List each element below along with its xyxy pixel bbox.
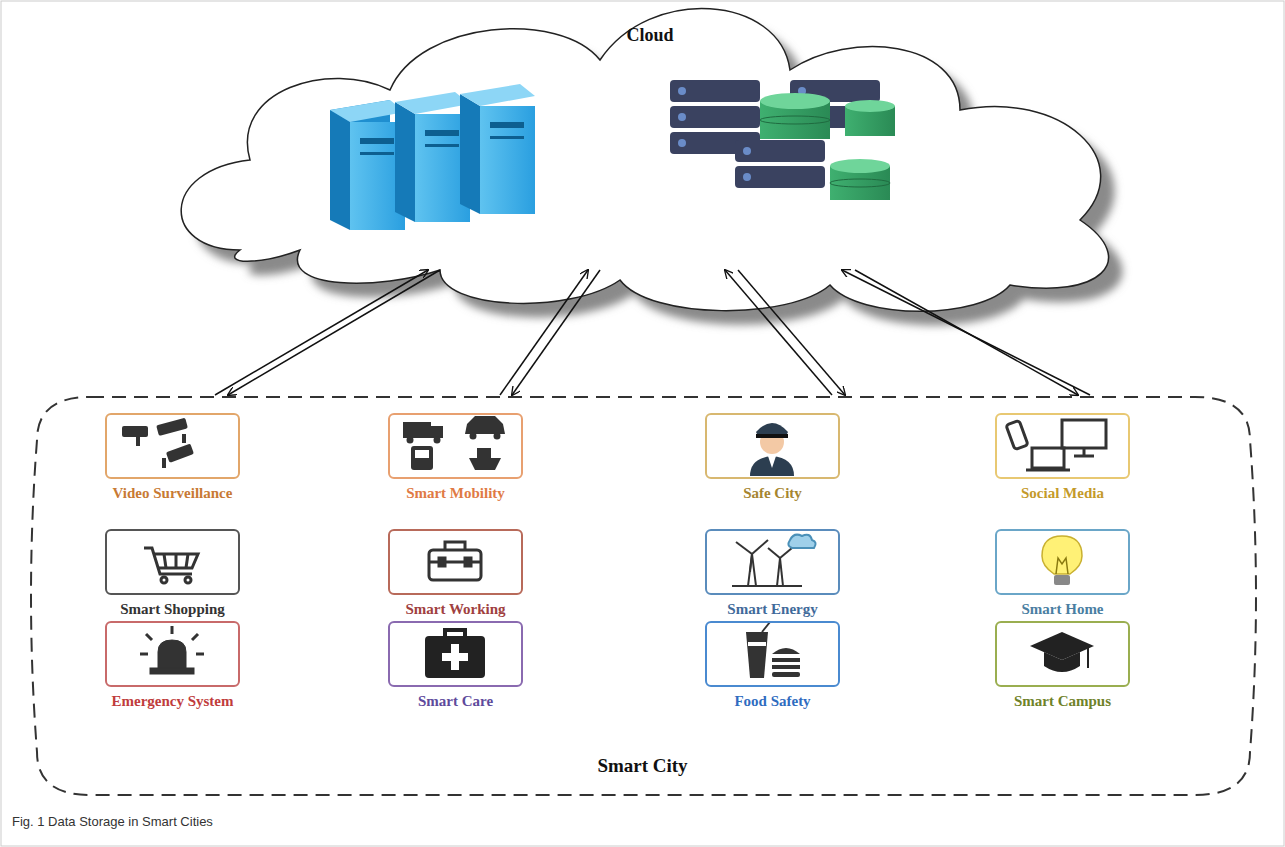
officer-icon bbox=[750, 423, 794, 476]
data-arrow bbox=[228, 270, 440, 395]
tile-label: Smart Energy bbox=[688, 601, 857, 618]
service-tile: Smart Campus bbox=[978, 621, 1147, 710]
service-tile: Smart Home bbox=[978, 529, 1147, 618]
cloud-shape bbox=[181, 9, 1122, 326]
tile-frame bbox=[705, 529, 840, 595]
tile-label: Smart Shopping bbox=[88, 601, 257, 618]
tile-label: Smart Home bbox=[978, 601, 1147, 618]
region-node: Smart City Video Surveillance Smart Mobili… bbox=[35, 395, 1250, 795]
service-tile: Social Media bbox=[978, 413, 1147, 502]
tile-frame bbox=[105, 413, 240, 479]
tile-label: Social Media bbox=[978, 485, 1147, 502]
tile-frame bbox=[995, 413, 1130, 479]
camera-icon bbox=[122, 418, 194, 468]
service-tile: Safe City bbox=[688, 413, 857, 502]
database-icon bbox=[670, 80, 895, 200]
bulb-icon bbox=[1042, 536, 1082, 585]
data-arrow bbox=[855, 270, 1078, 395]
cart-icon bbox=[144, 548, 198, 583]
data-arrow bbox=[512, 270, 600, 395]
service-tile: Smart Mobility bbox=[371, 413, 540, 502]
service-tile: Smart Shopping bbox=[88, 529, 257, 618]
vehicles-icon bbox=[403, 416, 505, 470]
service-tile: Emergency System bbox=[88, 621, 257, 710]
figure-caption: Fig. 1 Data Storage in Smart Cities bbox=[12, 814, 213, 829]
service-tile: Smart Care bbox=[371, 621, 540, 710]
tile-frame bbox=[705, 413, 840, 479]
food-icon bbox=[746, 622, 800, 678]
briefcase-icon bbox=[429, 542, 481, 580]
data-arrow bbox=[725, 270, 832, 395]
server-icon bbox=[330, 84, 535, 230]
graduation-cap-icon bbox=[1030, 632, 1094, 672]
data-arrow bbox=[215, 270, 428, 395]
service-tile: Food Safety bbox=[688, 621, 857, 710]
cloud-node: Cloud bbox=[170, 5, 1130, 270]
tile-label: Smart Campus bbox=[978, 693, 1147, 710]
tile-frame bbox=[388, 413, 523, 479]
wind-turbine-icon bbox=[732, 535, 816, 586]
service-tile: Smart Energy bbox=[688, 529, 857, 618]
tile-label: Smart Working bbox=[371, 601, 540, 618]
service-tile: Smart Working bbox=[371, 529, 540, 618]
devices-icon bbox=[1006, 420, 1106, 470]
medical-kit-icon bbox=[425, 630, 485, 678]
cloud-label: Cloud bbox=[170, 25, 1130, 46]
data-arrow bbox=[500, 270, 588, 395]
tile-frame bbox=[388, 529, 523, 595]
tile-label: Safe City bbox=[688, 485, 857, 502]
data-arrow bbox=[842, 270, 1090, 395]
tile-label: Food Safety bbox=[688, 693, 857, 710]
tile-frame bbox=[995, 621, 1130, 687]
tile-frame bbox=[105, 621, 240, 687]
tile-label: Video Surveillance bbox=[88, 485, 257, 502]
data-arrow bbox=[738, 270, 845, 395]
service-tile: Video Surveillance bbox=[88, 413, 257, 502]
tile-label: Emergency System bbox=[88, 693, 257, 710]
alarm-icon bbox=[140, 626, 204, 674]
tile-frame bbox=[105, 529, 240, 595]
region-outline bbox=[31, 397, 1256, 795]
tile-frame bbox=[388, 621, 523, 687]
tile-label: Smart Care bbox=[371, 693, 540, 710]
tile-frame bbox=[705, 621, 840, 687]
tile-label: Smart Mobility bbox=[371, 485, 540, 502]
tile-frame bbox=[995, 529, 1130, 595]
region-label: Smart City bbox=[35, 755, 1250, 777]
